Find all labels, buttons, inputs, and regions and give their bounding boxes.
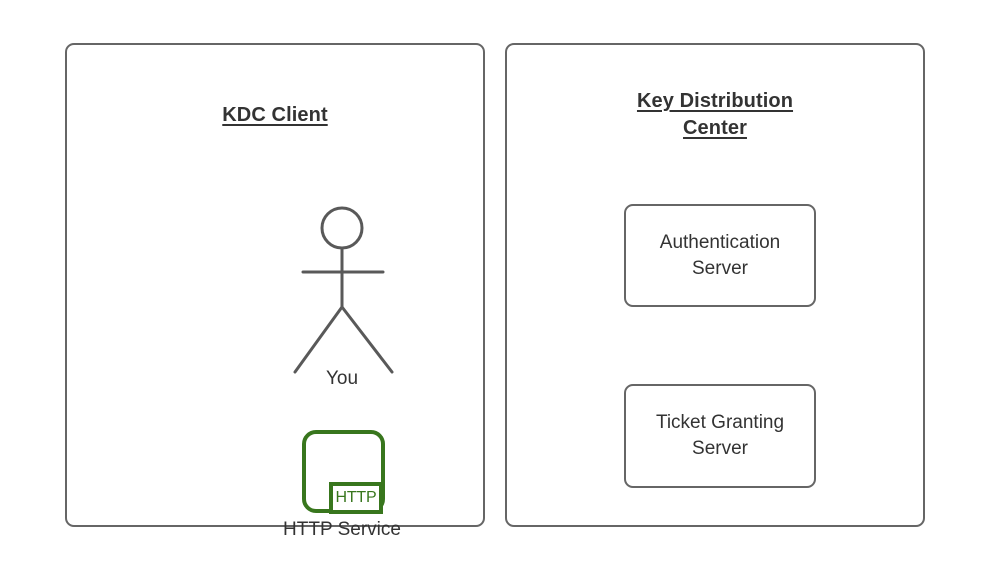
- node-actor-you[interactable]: You: [262, 200, 422, 400]
- panel-kdc-client-title: KDC Client: [67, 102, 483, 129]
- node-authentication-server-label: Authentication Server: [660, 230, 780, 282]
- panel-kdc-title-line1: Key Distribution: [636, 90, 794, 112]
- node-actor-you-label: You: [325, 368, 359, 389]
- node-ticket-granting-server[interactable]: Ticket Granting Server: [624, 384, 816, 488]
- panel-kdc-title-line2: Center: [683, 117, 747, 139]
- panel-kdc-client[interactable]: KDC Client You HTTP HTTP Service: [65, 43, 485, 540]
- panel-key-distribution-center-title: Key Distribution Center: [507, 88, 923, 142]
- authentication-server-line1: Authentication: [659, 231, 781, 253]
- http-service-icon: [302, 430, 385, 514]
- http-badge-label: HTTP: [335, 489, 377, 506]
- panel-kdc-client-title-text: KDC Client: [222, 104, 328, 126]
- ticket-granting-server-line1: Ticket Granting: [655, 412, 785, 433]
- node-ticket-granting-server-label: Ticket Granting Server: [656, 410, 784, 462]
- stick-figure-icon: [293, 206, 394, 374]
- node-http-service[interactable]: HTTP HTTP Service: [257, 427, 427, 547]
- node-authentication-server[interactable]: Authentication Server: [624, 204, 816, 307]
- ticket-granting-server-line2: Server: [692, 438, 748, 459]
- authentication-server-line2: Server: [692, 257, 748, 279]
- node-http-service-label: HTTP Service: [283, 519, 401, 540]
